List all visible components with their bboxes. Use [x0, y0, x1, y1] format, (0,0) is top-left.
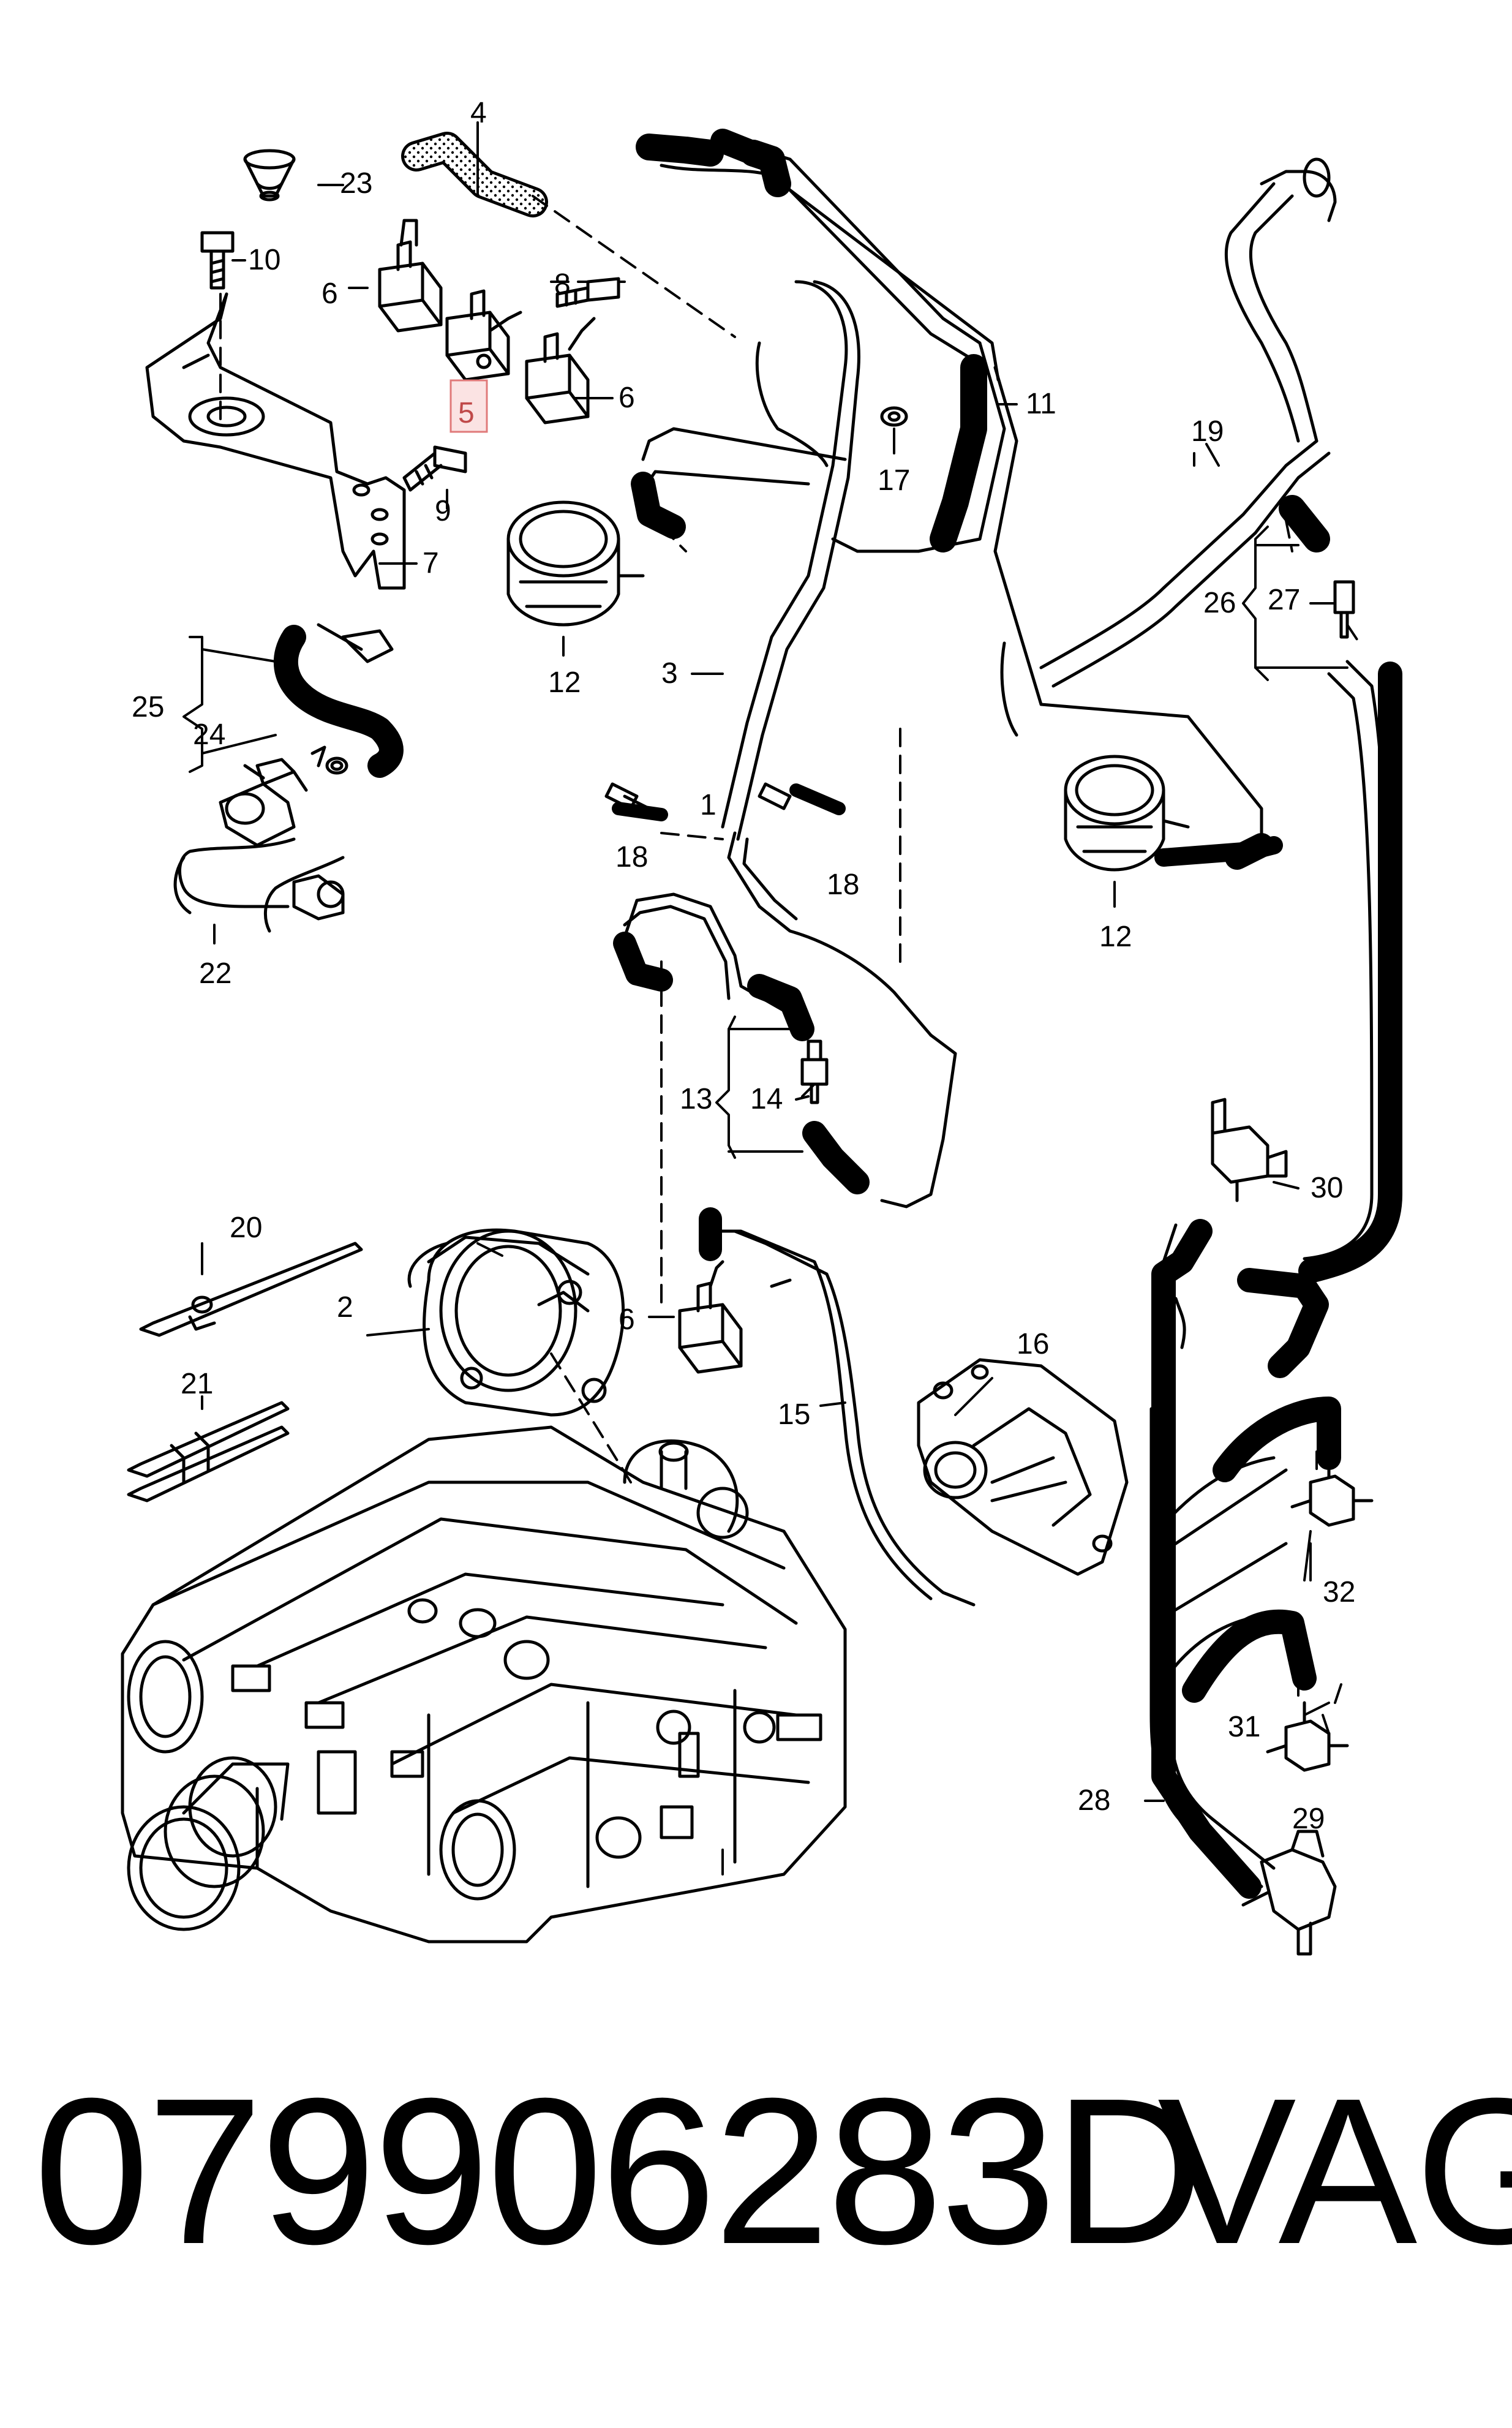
- elbow-fitting: [1260, 157, 1337, 222]
- label-3: 3: [661, 657, 678, 690]
- label-10: 10: [248, 244, 280, 276]
- clip-24: [310, 745, 348, 775]
- label-15: 15: [778, 1398, 810, 1431]
- label-19: 19: [1191, 415, 1224, 448]
- grommet-23: [243, 149, 296, 202]
- hose-25: [273, 623, 404, 778]
- braided-hoses: [401, 129, 1402, 1899]
- label-leaders: [182, 121, 1348, 1876]
- valve-12-right: [1064, 755, 1190, 872]
- label-4: 4: [470, 97, 487, 129]
- check-valve-14: [800, 1039, 829, 1104]
- label-11: 11: [1026, 388, 1056, 420]
- solenoid-valve-6-right: [525, 317, 596, 424]
- brand-name: VAG: [1157, 2055, 1512, 2288]
- hose-network: [173, 145, 1392, 1888]
- cable-tie-20: [139, 1242, 363, 1337]
- solenoid-valve-6-lower: [678, 1260, 743, 1374]
- label-13: 13: [680, 1083, 712, 1115]
- label-21: 21: [181, 1368, 213, 1400]
- label-30: 30: [1311, 1172, 1343, 1204]
- bolt-8: [555, 277, 620, 308]
- label-1: 1: [700, 789, 717, 821]
- flange-16: [917, 1358, 1129, 1576]
- label-29: 29: [1292, 1803, 1325, 1835]
- label-14: 14: [750, 1083, 783, 1115]
- bracket-7: [145, 292, 406, 590]
- label-9: 9: [435, 495, 451, 527]
- label-12-a: 12: [548, 666, 581, 699]
- valve-22: [219, 758, 345, 921]
- throttle-housing-2: [407, 1228, 625, 1417]
- label-7: 7: [423, 547, 439, 579]
- bolt-9: [402, 445, 467, 492]
- label-17: 17: [878, 464, 910, 497]
- label-6-c: 6: [619, 1303, 635, 1336]
- callout-labels: 1 2 3 4 5 6 6 6 7 8 9 10 11 12 12 13 14 …: [132, 97, 1355, 1835]
- label-26: 26: [1203, 587, 1236, 619]
- label-31: 31: [1228, 1711, 1260, 1743]
- label-5: 5: [458, 397, 475, 429]
- dashed-leader-lines: [219, 195, 1361, 1704]
- label-22: 22: [199, 957, 231, 990]
- valve-31: [1266, 1701, 1349, 1772]
- label-23: 23: [340, 167, 372, 200]
- highlight-box: [449, 379, 488, 433]
- bolt-10: [200, 231, 235, 290]
- solenoid-valve-6-left: [378, 219, 443, 333]
- compressor-1: [121, 1425, 847, 1944]
- label-18-a: 18: [615, 841, 648, 873]
- label-6-a: 6: [322, 277, 338, 310]
- label-27: 27: [1268, 584, 1300, 616]
- label-20: 20: [230, 1212, 262, 1244]
- solenoid-valve-5: [445, 289, 522, 382]
- label-25: 25: [132, 691, 164, 723]
- label-8: 8: [554, 268, 571, 301]
- valve-30: [1211, 1098, 1288, 1202]
- valve-29: [1241, 1830, 1337, 1956]
- label-24: 24: [193, 718, 225, 751]
- label-2: 2: [337, 1291, 353, 1324]
- valve-32: [1290, 1456, 1374, 1527]
- nut-17: [880, 406, 908, 427]
- label-6-b: 6: [619, 382, 635, 414]
- valve-12-left: [506, 500, 645, 627]
- label-28: 28: [1078, 1784, 1110, 1817]
- label-16: 16: [1017, 1328, 1049, 1360]
- label-12-b: 12: [1099, 921, 1132, 953]
- exploded-parts-diagram: 1 2 3 4 5 6 6 6 7 8 9 10 11 12 12 13 14 …: [121, 97, 1402, 1956]
- cable-tie-21: [127, 1401, 290, 1502]
- label-32: 32: [1323, 1576, 1355, 1608]
- part-number: 079906283D: [34, 2055, 1204, 2288]
- fitting-18-right: [758, 782, 792, 810]
- label-18-b: 18: [827, 869, 859, 901]
- fitting-18-left: [604, 782, 663, 816]
